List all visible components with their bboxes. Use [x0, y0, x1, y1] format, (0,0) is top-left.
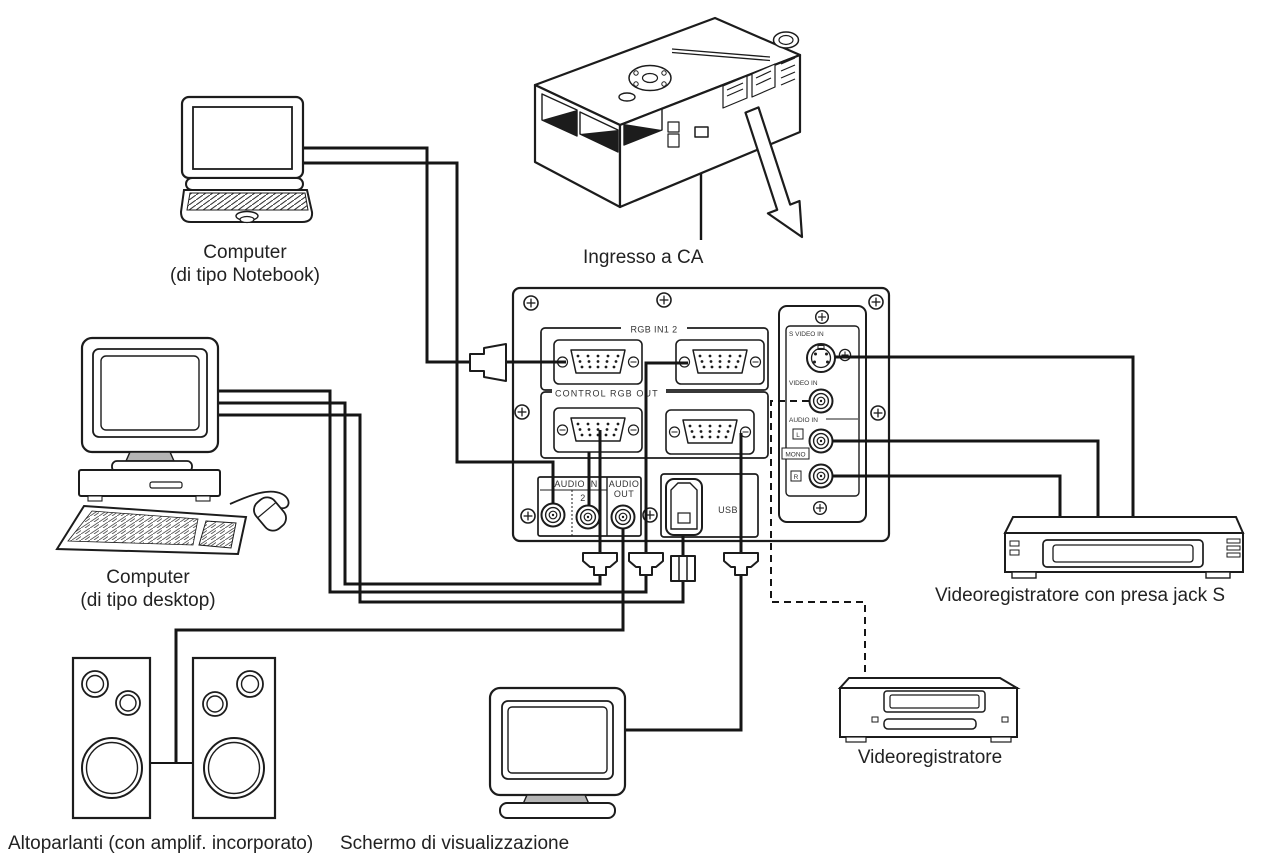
rgb-in-1-port [553, 339, 643, 385]
desktop-computer-illustration [55, 336, 290, 556]
cable-s-video [835, 355, 1135, 518]
ac-input-label: Ingresso a CA [583, 247, 704, 268]
video-sub-panel: S VIDEO IN VIDEO IN AUDIO IN L MONO R [778, 305, 867, 523]
audio-out-label-1: AUDIO [609, 479, 640, 489]
connection-panel: RGB IN1 2 CONTROL RGB OUT AUDIO IN 2 AUD… [511, 286, 891, 543]
projector-illustration [533, 16, 802, 209]
rgb-in-label: RGB IN1 2 [630, 325, 677, 335]
audio-in-label: AUDIO IN [554, 479, 597, 489]
control-port [553, 407, 643, 453]
audio-section: AUDIO IN 2 AUDIO OUT [537, 476, 642, 537]
projector-side-ports [722, 57, 796, 109]
cable-notebook-rgb [300, 146, 470, 364]
video-in-label: VIDEO IN [789, 380, 818, 387]
audio-in-2-label: 2 [580, 493, 585, 503]
usb-port [665, 478, 703, 536]
projector-lens [772, 31, 800, 49]
plug-c [723, 552, 759, 576]
audio-in-left-jack [808, 428, 834, 454]
ferrite-core [670, 555, 696, 582]
audio-in-2-jack [575, 504, 601, 530]
audio-in-right-jack [808, 463, 834, 489]
notebook-computer-illustration [179, 95, 314, 224]
usb-section: USB [660, 473, 759, 538]
video-in-jack [808, 388, 834, 414]
plug-b [628, 552, 664, 576]
speakers-label: Altoparlanti (con amplif. incorporato) [8, 833, 313, 854]
audio-in-right-label: AUDIO IN [789, 417, 818, 424]
projector-button [618, 92, 636, 102]
cable-audio-right [832, 474, 1062, 518]
usb-label: USB [718, 505, 738, 515]
speakers-illustration [71, 656, 277, 820]
projector-ac-inlet [667, 121, 709, 148]
s-video-in-label: S VIDEO IN [789, 331, 824, 338]
cable-desktop-1 [218, 389, 648, 594]
cable-rgb-in2-feed [644, 361, 688, 553]
s-video-in-port [806, 343, 836, 373]
display-label: Schermo di visualizzazione [340, 833, 569, 854]
audio-out-jack [610, 504, 636, 530]
mono-label: MONO [785, 452, 805, 459]
control-rgb-out-label: CONTROL RGB OUT [555, 389, 659, 399]
cable-audio-left [832, 439, 1100, 518]
rgb-in-2-port [675, 339, 765, 385]
audio-in-1-jack [540, 502, 566, 528]
cable-notebook-audio [300, 161, 555, 504]
cable-display [625, 575, 743, 732]
right-jack-label: R [794, 474, 799, 481]
vga-plug-side [469, 343, 507, 382]
cable-video-dashed [770, 400, 866, 678]
pointer-arrow [744, 106, 804, 239]
notebook-label-line2: (di tipo Notebook) [170, 265, 320, 286]
desktop-label-line1: Computer [106, 567, 190, 588]
display-monitor-illustration [488, 686, 627, 819]
vcr-label: Videoregistratore [858, 747, 1002, 768]
audio-out-label-2: OUT [614, 489, 634, 499]
plug-a [582, 552, 618, 576]
notebook-label-line1: Computer [203, 242, 287, 263]
vcr-illustration [837, 677, 1021, 743]
cable-speakers [174, 528, 625, 763]
desktop-label-line2: (di tipo desktop) [80, 590, 215, 611]
cable-desktop-2 [218, 401, 602, 586]
left-jack-label: L [796, 432, 800, 439]
desktop-mouse [253, 496, 287, 532]
cable-plugs [469, 343, 759, 582]
vcr-svideo-label: Videoregistratore con presa jack S [935, 585, 1225, 606]
desktop-case [78, 469, 221, 497]
vcr-svideo-illustration [1003, 516, 1245, 579]
projector-control-dial [628, 64, 672, 92]
